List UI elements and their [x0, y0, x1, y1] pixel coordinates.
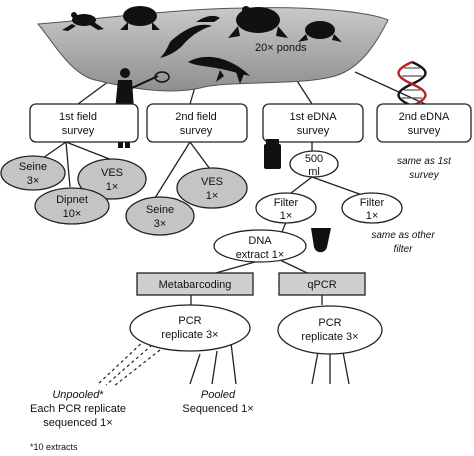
pcr-node-metabarcoding: PCR replicate 3× [129, 304, 251, 352]
ponds-label: 20× ponds [255, 42, 307, 54]
method-count: 3× [27, 175, 40, 187]
method-count: 10× [63, 208, 82, 220]
filter-label: Filter [360, 197, 385, 209]
dna-extract-node: DNA extract 1× [213, 229, 307, 263]
filter-node-1: Filter 1× [255, 192, 317, 224]
survey-label: 1st field [59, 111, 97, 123]
survey-label: survey [180, 125, 213, 137]
bullfrog-icon [228, 6, 288, 38]
footnote: *10 extracts [30, 442, 78, 452]
unpooled-description: Each PCR replicate [30, 403, 126, 415]
tube-icon [311, 228, 331, 253]
survey-label: 2nd field [175, 111, 217, 123]
filter-count: 1× [280, 210, 293, 222]
filter-label: Filter [274, 197, 299, 209]
qpcr-label: qPCR [307, 279, 336, 291]
treefrog-icon [298, 21, 342, 42]
note-same-as-survey: survey [409, 170, 439, 181]
method-node-dipnet: Dipnet 10× [34, 187, 110, 225]
qpcr-box: qPCR [278, 272, 366, 296]
pcr-count: replicate 3× [161, 329, 218, 341]
toad-icon [120, 6, 160, 30]
sample-unit: ml [308, 166, 320, 178]
survey-box-edna-1: 1st eDNA survey [262, 103, 364, 143]
method-label: Seine [146, 204, 174, 216]
method-label: Dipnet [56, 194, 88, 206]
salamander-icon [160, 15, 220, 58]
bottle-icon [264, 139, 281, 169]
metabarcoding-label: Metabarcoding [159, 279, 232, 291]
method-label: VES [101, 167, 123, 179]
survey-label: survey [408, 125, 441, 137]
survey-box-field-1: 1st field survey [29, 103, 139, 143]
sample-volume-node: 500 ml [289, 150, 339, 178]
method-count: 1× [106, 181, 119, 193]
pooled-sequencing: Sequenced 1× [182, 403, 253, 415]
unpooled-sequencing: sequenced 1× [43, 417, 112, 429]
filter-node-2: Filter 1× [341, 192, 403, 224]
survey-label: 1st eDNA [289, 111, 337, 123]
unpooled-label: Unpooled* [52, 389, 104, 401]
note-same-as-filter: filter [394, 244, 414, 255]
survey-box-field-2: 2nd field survey [146, 103, 248, 143]
survey-box-edna-2: 2nd eDNA survey [376, 103, 472, 143]
pooled-label: Pooled [201, 389, 236, 401]
survey-label: survey [62, 125, 95, 137]
method-count: 1× [206, 190, 219, 202]
survey-label: survey [297, 125, 330, 137]
method-node-ves: VES 1× [77, 158, 147, 200]
pcr-label: PCR [178, 315, 201, 327]
survey-label: 2nd eDNA [399, 111, 450, 123]
note-same-as-filter: same as other [371, 230, 435, 241]
pcr-count: replicate 3× [301, 331, 358, 343]
pcr-node-qpcr: PCR replicate 3× [277, 305, 383, 355]
metabarcoding-box: Metabarcoding [136, 272, 254, 296]
frog-icon [62, 12, 104, 31]
newt-icon [188, 56, 250, 84]
extract-label: DNA [248, 235, 272, 247]
note-same-as-survey: same as 1st [397, 156, 452, 167]
method-label: Seine [19, 161, 47, 173]
dna-icon [397, 60, 427, 108]
method-label: VES [201, 176, 223, 188]
sample-label: 500 [305, 153, 323, 165]
method-node-seine: Seine 3× [0, 155, 66, 191]
pcr-label: PCR [318, 317, 341, 329]
method-count: 3× [154, 218, 167, 230]
filter-count: 1× [366, 210, 379, 222]
extract-count: extract 1× [236, 249, 285, 261]
method-node-seine-2: Seine 3× [125, 196, 195, 236]
method-node-ves-2: VES 1× [176, 167, 248, 209]
